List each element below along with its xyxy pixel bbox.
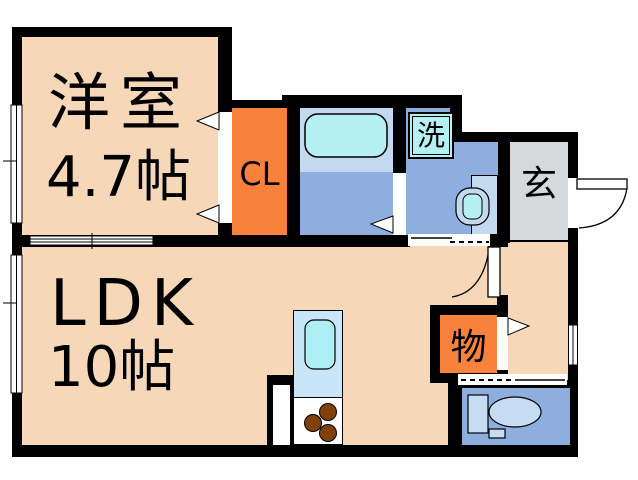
western-room-size: 4.7帖 xyxy=(46,145,192,210)
wall-entrance-left xyxy=(498,140,510,243)
entrance-step-line xyxy=(510,240,568,242)
room-entrance xyxy=(510,142,568,240)
western-room-label: 洋室 xyxy=(48,66,193,139)
bathroom-upper xyxy=(298,108,393,172)
hallway-patch xyxy=(508,242,568,250)
wall-closet-top xyxy=(225,100,300,108)
kitchen-sink-unit xyxy=(293,310,343,399)
washbasin-unit xyxy=(471,175,498,235)
wall-bath-top xyxy=(282,95,462,108)
wall-entrance-top xyxy=(450,132,578,142)
wall-bottom xyxy=(12,445,578,457)
opening-bath-door xyxy=(393,173,406,235)
closet-label: CL xyxy=(239,155,280,193)
wall-top xyxy=(12,27,230,37)
room-western xyxy=(22,37,218,235)
ldk-label: LDK xyxy=(50,267,201,341)
washing-machine-pan: 洗 xyxy=(408,112,454,159)
ldk-size: 10帖 xyxy=(48,335,176,400)
closet-floor xyxy=(232,108,287,235)
wall-mid-horizontal xyxy=(12,235,410,247)
wall-bath-wash-divider xyxy=(393,108,406,175)
entrance-door xyxy=(576,178,628,229)
bathroom-lower xyxy=(298,172,393,235)
opening-closet xyxy=(218,112,232,223)
opening-entrance-door xyxy=(568,178,578,228)
sliding-door-washroom xyxy=(408,234,490,246)
storage-label: 物 xyxy=(450,327,487,368)
laundry-label: 洗 xyxy=(416,118,445,152)
opening-storage xyxy=(497,317,508,370)
wall-right xyxy=(568,142,578,455)
wall-bath-left xyxy=(287,95,300,235)
toilet-floor xyxy=(462,388,570,445)
kitchen-partition-gap xyxy=(273,385,290,445)
storage-floor xyxy=(440,315,497,373)
entrance-label: 玄 xyxy=(520,164,557,205)
kitchen-stove-unit xyxy=(293,397,343,445)
wall-hall-stub xyxy=(497,295,508,307)
